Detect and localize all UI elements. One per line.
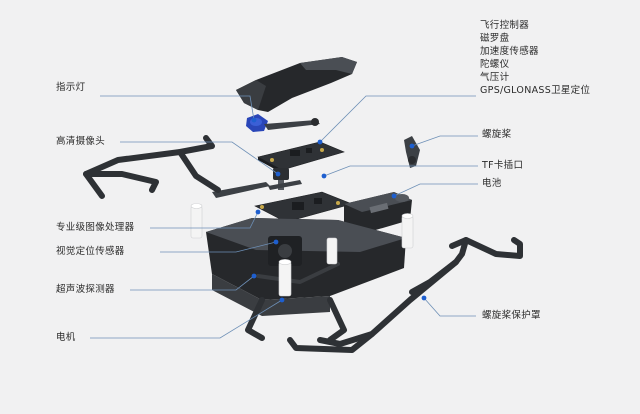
label-gps-glonass: GPS/GLONASS卫星定位 <box>480 85 591 96</box>
label-ultrasonic-detector: 超声波探测器 <box>56 284 115 295</box>
label-flight-controller: 飞行控制器 <box>480 20 530 31</box>
label-motor: 电机 <box>56 332 76 343</box>
loose-propeller <box>404 136 420 168</box>
label-propeller: 螺旋桨 <box>482 129 512 140</box>
label-visual-positioning-sensor: 视觉定位传感器 <box>56 246 125 257</box>
label-gyroscope: 陀螺仪 <box>480 59 510 70</box>
label-tf-card-slot: TF卡插口 <box>482 160 524 171</box>
motors <box>190 203 414 297</box>
label-accelerometer: 加速度传感器 <box>480 46 539 57</box>
left-propeller-guard <box>83 135 221 199</box>
label-hd-camera: 高清摄像头 <box>56 136 106 147</box>
label-image-processor: 专业级图像处理器 <box>56 222 135 233</box>
label-compass: 磁罗盘 <box>480 33 510 44</box>
flight-controller-board <box>257 141 345 173</box>
main-frame <box>206 218 406 316</box>
right-propeller-guard <box>287 237 523 353</box>
upper-propeller <box>264 118 320 130</box>
top-shell <box>236 57 357 112</box>
image-processor-board <box>254 191 353 223</box>
label-propeller-guard: 螺旋桨保护罩 <box>482 310 541 321</box>
leader-lines <box>90 95 478 339</box>
label-barometer: 气压计 <box>480 72 510 83</box>
landing-legs <box>245 297 347 343</box>
label-indicator-light: 指示灯 <box>56 82 86 93</box>
lower-propeller <box>212 180 302 198</box>
indicator-light-part <box>246 114 268 132</box>
label-battery: 电池 <box>482 178 502 189</box>
